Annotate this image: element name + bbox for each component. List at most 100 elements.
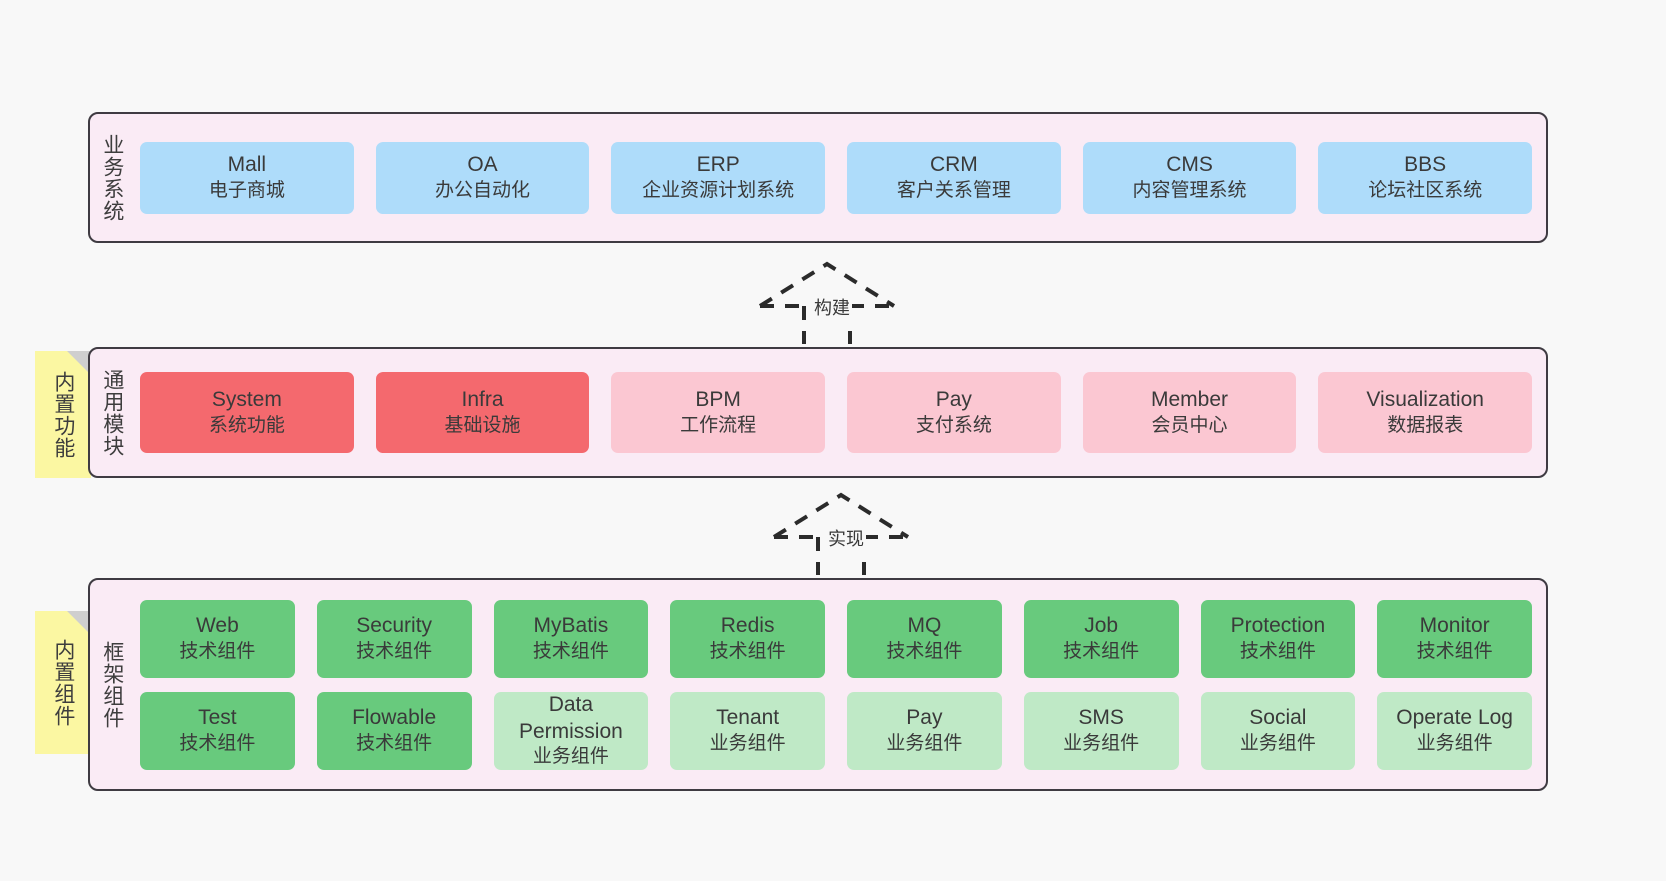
node-subtitle: 支付系统 <box>915 414 992 436</box>
connector-label: 实现 <box>826 525 866 551</box>
node-flowable[interactable]: Flowable 技术组件 <box>316 691 472 770</box>
node-name: Social <box>1249 706 1307 730</box>
node-web[interactable]: Web 技术组件 <box>140 599 295 678</box>
node-subtitle: 技术组件 <box>532 640 609 662</box>
node-subtitle: 业务组件 <box>532 745 609 767</box>
node-subtitle: 系统功能 <box>208 414 285 436</box>
node-crm[interactable]: CRM 客户关系管理 <box>847 141 1061 214</box>
node-subtitle: 企业资源计划系统 <box>642 179 795 201</box>
node-sms[interactable]: SMS 业务组件 <box>1023 691 1179 770</box>
layer-business-system: 业务系统 Mall 电子商城 OA 办公自动化 ERP 企业资源计划系统 CRM… <box>88 112 1548 243</box>
node-name: BPM <box>695 388 741 412</box>
sticky-note-label: 内置组件 <box>51 638 75 727</box>
node-bpm[interactable]: BPM 工作流程 <box>611 372 826 453</box>
node-name: CRM <box>929 153 978 177</box>
node-name: Pay <box>935 388 972 412</box>
node-name: Test <box>198 706 237 730</box>
node-name: SMS <box>1078 706 1124 730</box>
node-subtitle: 数据报表 <box>1387 414 1464 436</box>
layer-row: System 系统功能 Infra 基础设施 BPM 工作流程 Pay 支付系统… <box>140 372 1533 453</box>
node-name: Web <box>195 614 239 638</box>
node-name: Job <box>1084 614 1119 638</box>
node-monitor[interactable]: Monitor 技术组件 <box>1377 599 1532 678</box>
layer-title: 通用模块 <box>100 368 124 457</box>
node-data-permission[interactable]: Data Permission 业务组件 <box>493 691 649 770</box>
node-visualization[interactable]: Visualization 数据报表 <box>1318 372 1533 453</box>
node-test[interactable]: Test 技术组件 <box>140 691 295 770</box>
node-operate-log[interactable]: Operate Log 业务组件 <box>1377 691 1532 770</box>
layer-title: 业务系统 <box>100 133 124 222</box>
node-name: Infra <box>461 388 504 412</box>
node-subtitle: 技术组件 <box>179 640 256 662</box>
connector-label: 构建 <box>812 294 852 320</box>
node-member[interactable]: Member 会员中心 <box>1082 372 1297 453</box>
node-subtitle: 业务组件 <box>886 732 963 754</box>
node-security[interactable]: Security 技术组件 <box>316 599 472 678</box>
node-subtitle: 技术组件 <box>356 640 433 662</box>
sticky-note-builtin-function: 内置功能 <box>35 351 91 478</box>
node-subtitle: 技术组件 <box>1239 640 1316 662</box>
node-cms[interactable]: CMS 内容管理系统 <box>1082 141 1297 214</box>
node-name: MyBatis <box>533 614 609 638</box>
layer-row: Web 技术组件 Security 技术组件 MyBatis 技术组件 Redi… <box>140 599 1532 678</box>
layer-framework-component: 框架组件 Web 技术组件 Security 技术组件 MyBatis 技术组件… <box>88 578 1548 791</box>
node-subtitle: 技术组件 <box>179 732 256 754</box>
node-name: Monitor <box>1419 614 1490 638</box>
node-subtitle: 论坛社区系统 <box>1368 179 1483 201</box>
node-subtitle: 业务组件 <box>1063 732 1140 754</box>
node-oa[interactable]: OA 办公自动化 <box>375 141 590 214</box>
node-name: MQ <box>907 614 942 638</box>
node-subtitle: 基础设施 <box>444 414 521 436</box>
node-name: Data Permission <box>518 693 623 743</box>
sticky-note-label: 内置功能 <box>51 370 75 459</box>
node-bbs[interactable]: BBS 论坛社区系统 <box>1318 141 1533 214</box>
node-name: BBS <box>1404 153 1447 177</box>
node-infra[interactable]: Infra 基础设施 <box>375 372 590 453</box>
layer-row: Test 技术组件 Flowable 技术组件 Data Permission … <box>140 691 1532 770</box>
node-redis[interactable]: Redis 技术组件 <box>670 599 825 678</box>
node-subtitle: 技术组件 <box>709 640 786 662</box>
node-name: Operate Log <box>1396 706 1513 730</box>
layer-common-module: 通用模块 System 系统功能 Infra 基础设施 BPM 工作流程 Pay… <box>88 347 1548 478</box>
node-subtitle: 办公自动化 <box>435 179 531 201</box>
node-erp[interactable]: ERP 企业资源计划系统 <box>611 141 826 214</box>
node-subtitle: 技术组件 <box>886 640 963 662</box>
node-system[interactable]: System 系统功能 <box>140 372 354 453</box>
node-name: Protection <box>1230 614 1326 638</box>
node-protection[interactable]: Protection 技术组件 <box>1200 599 1356 678</box>
node-subtitle: 客户关系管理 <box>896 179 1011 201</box>
node-job[interactable]: Job 技术组件 <box>1023 599 1179 678</box>
node-pay-component[interactable]: Pay 业务组件 <box>847 691 1002 770</box>
node-subtitle: 技术组件 <box>1416 640 1493 662</box>
sticky-note-builtin-component: 内置组件 <box>35 611 91 754</box>
node-subtitle: 业务组件 <box>1416 732 1493 754</box>
node-subtitle: 技术组件 <box>1063 640 1140 662</box>
node-name: OA <box>467 153 498 177</box>
node-name: Redis <box>720 614 775 638</box>
layer-row: Mall 电子商城 OA 办公自动化 ERP 企业资源计划系统 CRM 客户关系… <box>140 141 1533 214</box>
node-subtitle: 会员中心 <box>1151 414 1228 436</box>
node-name: Mall <box>227 153 267 177</box>
connector-build: 构建 <box>752 258 902 346</box>
node-name: Security <box>356 614 433 638</box>
layer-title: 框架组件 <box>100 640 124 729</box>
node-subtitle: 内容管理系统 <box>1132 179 1247 201</box>
node-pay[interactable]: Pay 支付系统 <box>847 372 1061 453</box>
node-subtitle: 工作流程 <box>680 414 757 436</box>
node-mq[interactable]: MQ 技术组件 <box>847 599 1002 678</box>
node-tenant[interactable]: Tenant 业务组件 <box>670 691 825 770</box>
connector-implement: 实现 <box>766 489 916 577</box>
node-name: ERP <box>696 153 740 177</box>
layer-body: System 系统功能 Infra 基础设施 BPM 工作流程 Pay 支付系统… <box>134 349 1546 476</box>
layer-body: Mall 电子商城 OA 办公自动化 ERP 企业资源计划系统 CRM 客户关系… <box>134 114 1546 241</box>
node-subtitle: 业务组件 <box>709 732 786 754</box>
node-social[interactable]: Social 业务组件 <box>1200 691 1356 770</box>
node-name: Tenant <box>716 706 780 730</box>
node-name: Flowable <box>352 706 437 730</box>
node-name: Pay <box>906 706 943 730</box>
node-name: Member <box>1151 388 1229 412</box>
node-mall[interactable]: Mall 电子商城 <box>140 141 354 214</box>
node-mybatis[interactable]: MyBatis 技术组件 <box>493 599 649 678</box>
node-subtitle: 技术组件 <box>356 732 433 754</box>
